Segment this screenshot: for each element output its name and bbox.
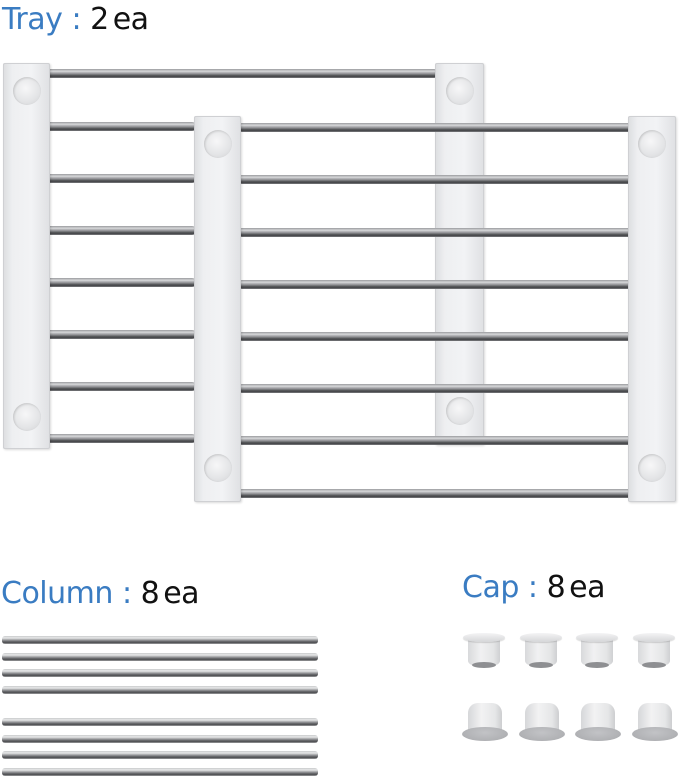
cap-icon (462, 703, 508, 743)
cap-icon (632, 703, 678, 743)
tray-label-separator: : (71, 2, 82, 37)
tray-bar (46, 122, 196, 131)
tray-bar (46, 434, 196, 443)
tray-bar (238, 332, 632, 341)
tray-side-rail-left (3, 63, 50, 449)
rail-hole-icon (638, 454, 666, 482)
cap-label-name: Cap (462, 570, 519, 605)
column-rod (2, 751, 318, 759)
rail-hole-icon (638, 130, 666, 158)
tray-bar (46, 330, 196, 339)
tray-label-quantity: 2 (90, 2, 109, 37)
tray-bar (238, 489, 632, 498)
column-rod (2, 735, 318, 743)
tray-bar (46, 278, 196, 287)
cap-icon (575, 703, 621, 743)
rail-hole-icon (204, 130, 232, 158)
tray-bar (238, 175, 632, 184)
tray-bar (46, 69, 438, 78)
cap-label-unit: ea (569, 570, 606, 605)
cap-icon (576, 633, 618, 669)
tray-bar (46, 174, 196, 183)
cap-label-separator: : (527, 570, 538, 605)
column-rod (2, 636, 318, 644)
rail-hole-icon (446, 77, 474, 105)
tray-bar (238, 280, 632, 289)
rail-hole-icon (13, 403, 41, 431)
rail-hole-icon (204, 454, 232, 482)
tray-bar (238, 436, 632, 445)
column-label-unit: ea (163, 576, 200, 611)
tray-bar (238, 384, 632, 393)
tray-label-name: Tray (2, 2, 63, 37)
column-rod (2, 686, 318, 694)
rail-hole-icon (446, 397, 474, 425)
tray-bar (46, 382, 196, 391)
tray-label-unit: ea (112, 2, 149, 37)
tray-side-rail-left (194, 116, 241, 502)
column-rod (2, 653, 318, 661)
tray-bar (46, 226, 196, 235)
column-label-name: Column (1, 576, 113, 611)
cap-label-quantity: 8 (546, 570, 566, 605)
column-rod (2, 669, 318, 677)
column-label-separator: : (121, 576, 132, 611)
cap-icon (520, 633, 562, 669)
column-rod (2, 768, 318, 776)
rail-hole-icon (13, 77, 41, 105)
cap-icon (463, 633, 505, 669)
cap-icon (633, 633, 675, 669)
tray-bar (238, 228, 632, 237)
cap-icon (519, 703, 565, 743)
tray-side-rail-right (628, 116, 676, 502)
column-rod (2, 718, 318, 726)
tray-bar (238, 123, 632, 132)
column-label-quantity: 8 (140, 576, 160, 611)
